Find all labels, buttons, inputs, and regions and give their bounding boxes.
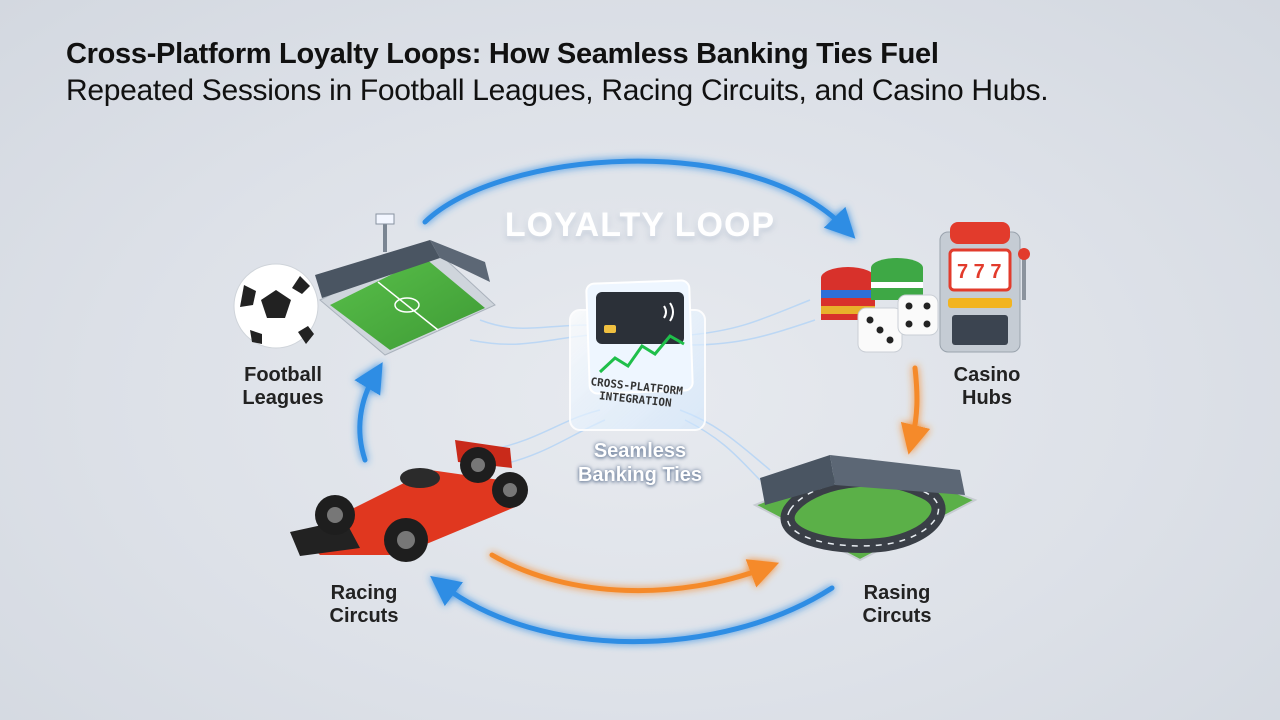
- racing-car-label: Racing Circuts: [330, 582, 399, 628]
- race-car-icon: [290, 440, 528, 562]
- racing-track-label-line-1: Rasing: [863, 582, 931, 604]
- football-stadium-icon: [315, 213, 496, 356]
- arrow-left: [354, 362, 383, 463]
- casino-label: Casino Hubs: [954, 364, 1021, 410]
- soccer-ball-icon: [233, 263, 319, 349]
- football-label-line-1: Football: [244, 364, 322, 386]
- dice-icon: [857, 294, 939, 353]
- casino-label-line-1: Casino: [953, 364, 1021, 386]
- hub-label-line-2: Banking Ties: [577, 464, 703, 486]
- banking-hub-card: [569, 279, 706, 431]
- casino-label-line-2: Hubs: [962, 387, 1012, 409]
- arrow-middle: [489, 552, 780, 594]
- loop-title: LOYALTY LOOP: [504, 206, 776, 244]
- racing-track-label-line-2: Circuts: [862, 605, 932, 627]
- arrow-top: [422, 158, 856, 239]
- racing-car-label-line-2: Circuts: [329, 605, 399, 627]
- loop-arrows: [354, 158, 931, 645]
- racing-car-label-line-1: Racing: [330, 582, 398, 604]
- hub-label: Seamless Banking Ties: [578, 439, 702, 487]
- race-track-icon: [752, 455, 978, 562]
- svg-text:7 7 7: 7 7 7: [957, 261, 1001, 283]
- slot-machine-icon: 7 7 7: [939, 222, 1030, 353]
- arrow-bottom: [430, 575, 835, 645]
- arrow-right: [900, 365, 931, 455]
- title-line-2: Repeated Sessions in Football Leagues, R…: [66, 74, 1049, 107]
- hub-label-line-1: Seamless: [593, 440, 687, 462]
- title-line-1: Cross-Platform Loyalty Loops: How Seamle…: [66, 38, 939, 70]
- football-label-line-2: Leagues: [242, 387, 324, 409]
- racing-track-label: Rasing Circuts: [863, 582, 932, 628]
- football-label: Football Leagues: [242, 364, 323, 410]
